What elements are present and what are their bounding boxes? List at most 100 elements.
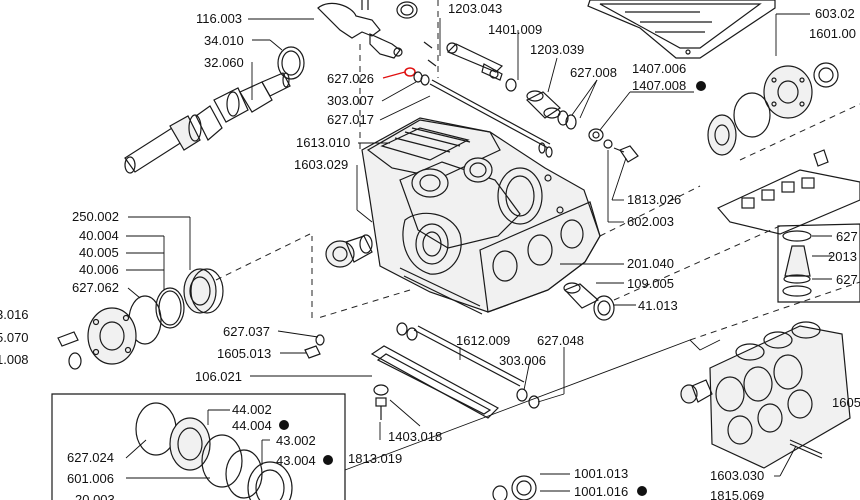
seal-kit-44-43 [135, 402, 293, 500]
label-43-004-bullet [323, 455, 333, 465]
bearing-250-002 [183, 268, 224, 314]
leader-lines [125, 13, 832, 492]
manifold-cover-plate [587, 0, 776, 59]
bushing-109-005 [563, 282, 600, 309]
label-250-002: 250.002 [72, 209, 119, 224]
label-1203-039: 1203.039 [530, 42, 584, 57]
label-43-002: 43.002 [276, 433, 316, 448]
washer-1407 [588, 128, 613, 149]
label-41-013: 41.013 [638, 298, 678, 313]
bolt-1403-018 [373, 384, 389, 420]
label-1601-00: 1601.00 [809, 26, 856, 41]
label-1001-013: 1001.013 [574, 466, 628, 481]
highlighted-oring-627-026 [382, 67, 416, 79]
label-40-006: 40.006 [79, 262, 119, 277]
label-603-02: 603.02 [815, 6, 855, 21]
label-601-006: 601.006 [67, 471, 114, 486]
pump-head-manifold [709, 321, 851, 469]
label-627-b: 627 [836, 272, 858, 287]
seal-rings-40-xxx [155, 287, 185, 329]
valve-seat-1001 [492, 475, 537, 500]
gasket-106-021 [370, 345, 499, 419]
seal-ring-34-010 [277, 46, 305, 80]
label-1612-009: 1612.009 [456, 333, 510, 348]
label-116-003: 116.003 [196, 11, 242, 26]
label-1605: 1605 [832, 395, 860, 410]
label-40-005: 40.005 [79, 245, 119, 260]
label-1203-043: 1203.043 [448, 1, 502, 16]
label-1603-030: 1603.030 [710, 468, 764, 483]
label-1813-026: 1813.026 [627, 192, 681, 207]
label-303-007: 303.007 [327, 93, 374, 108]
label-303-006: 303.006 [499, 353, 546, 368]
orings-627-008 [557, 110, 577, 130]
screw-5-070 [57, 331, 79, 347]
label-627-026: 627.026 [327, 71, 374, 86]
label-5-070: 5.070 [0, 330, 29, 345]
label-34-010: 34.010 [204, 33, 244, 48]
label-32-060: 32.060 [204, 55, 244, 70]
label-627-037: 627.037 [223, 324, 270, 339]
label-627-024: 627.024 [67, 450, 114, 465]
label-627-017: 627.017 [327, 112, 374, 127]
label-44-004-bullet [279, 420, 289, 430]
label-1001-016: 1001.016 [574, 484, 628, 499]
label-2013: 2013 [828, 249, 857, 264]
label-3-016: 3.016 [0, 307, 29, 322]
label-1407-006: 1407.006 [632, 61, 686, 76]
long-guide-rod [429, 79, 553, 158]
label-1001-016-bullet [637, 486, 647, 496]
pulley-flange [763, 65, 813, 119]
oring-1401-009 [505, 78, 517, 92]
bolt-1813-026 [613, 145, 639, 163]
bushing-1203-039 [525, 90, 561, 119]
label-602-003: 602.003 [627, 214, 674, 229]
label-1-008: 1.008 [0, 352, 29, 367]
label-1407-008: 1407.008 [632, 78, 686, 93]
small-ring-627-037 [315, 334, 325, 346]
label-1407-008-bullet [696, 81, 706, 91]
crankshaft [124, 72, 291, 174]
screw-1605-013 [304, 345, 321, 359]
label-44-004: 44.004 [232, 418, 272, 433]
label-106-021: 106.021 [195, 369, 242, 384]
oring-right-large [733, 92, 771, 138]
label-43-004: 43.004 [276, 453, 316, 468]
top-seal-ring [396, 1, 418, 19]
crankcase-housing [361, 117, 601, 315]
label-44-002: 44.002 [232, 402, 272, 417]
label-627-008: 627.008 [570, 65, 617, 80]
label-1613-010: 1613.010 [296, 135, 350, 150]
assembly-lines [215, 0, 860, 500]
valve-plate-right [717, 169, 860, 235]
label-1603-029: 1603.029 [294, 157, 348, 172]
label-627-a: 627 [836, 229, 858, 244]
label-20-003: 20.003 [75, 492, 115, 500]
label-627-062: 627.062 [72, 280, 119, 295]
label-627-048: 627.048 [537, 333, 584, 348]
valve-detail-box [777, 223, 860, 303]
ring-41-013 [593, 295, 615, 321]
piston-guide-pin [446, 42, 504, 81]
label-1401-009: 1401.009 [488, 22, 542, 37]
ring-1-008 [68, 352, 82, 370]
label-1815-069: 1815.069 [710, 488, 764, 500]
detail-inset-box [51, 393, 346, 500]
plug-1603-030 [680, 379, 713, 404]
label-1813-019: 1813.019 [348, 451, 402, 466]
end-flange-3-016 [87, 307, 137, 365]
label-201-040: 201.040 [627, 256, 674, 271]
rings-303-007 [413, 71, 430, 86]
label-1605-013: 1605.013 [217, 346, 271, 361]
bolt-right [813, 149, 829, 167]
bearing-right [707, 114, 737, 156]
label-109-005: 109.005 [627, 276, 674, 291]
rod-1612-009 [396, 322, 525, 387]
small-pins [423, 41, 437, 67]
seal-ring-right [813, 62, 839, 88]
plug-1603-029 [325, 234, 373, 268]
label-1403-018: 1403.018 [388, 429, 442, 444]
label-40-004: 40.004 [79, 228, 119, 243]
